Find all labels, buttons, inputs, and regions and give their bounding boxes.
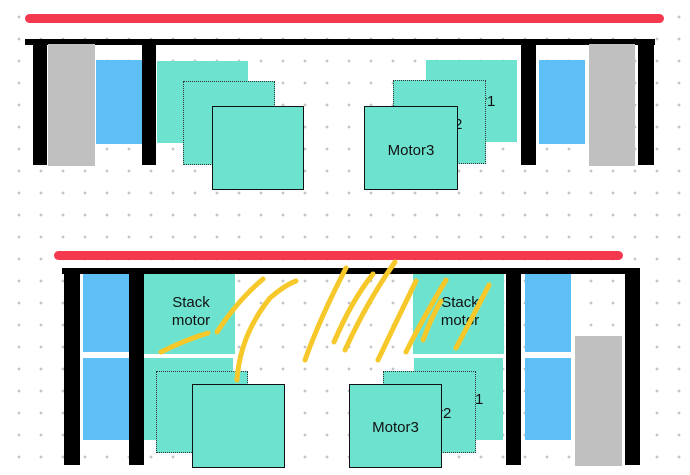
bottom-left-blue-panel-lower bbox=[83, 358, 129, 440]
top-left-blue-panel bbox=[96, 60, 142, 144]
bottom-right-blue-panel-lower bbox=[525, 358, 571, 440]
bottom-right-inner-post bbox=[506, 268, 521, 465]
top-motor3: Motor3 bbox=[364, 106, 458, 190]
bottom-left-post bbox=[64, 268, 80, 465]
top-right-blue-panel bbox=[539, 60, 585, 144]
bottom-stack-motor-right: Stack motor bbox=[413, 274, 504, 354]
top-left-motor-front bbox=[212, 106, 304, 190]
bottom-left-blue-panel-upper bbox=[83, 274, 129, 352]
bottom-stack-motor-left: Stack motor bbox=[144, 274, 235, 354]
top-left-inner-post bbox=[142, 39, 156, 165]
scribble-stroke bbox=[331, 271, 376, 345]
bottom-left-inner-post bbox=[129, 268, 144, 465]
top-left-post bbox=[33, 39, 47, 165]
stack-motor-right-label: Stack motor bbox=[440, 294, 480, 329]
bottom-right-blue-panel-upper bbox=[525, 274, 571, 352]
bottom-right-gray-panel bbox=[575, 336, 622, 466]
bottom-left-motor-front bbox=[192, 384, 285, 468]
top-right-inner-post bbox=[521, 39, 536, 165]
scribble-stroke bbox=[234, 278, 299, 383]
top-frame-rail bbox=[25, 39, 655, 45]
red-bar-top bbox=[25, 14, 664, 23]
scribble-stroke bbox=[375, 278, 419, 363]
top-motor2-label: 2 bbox=[454, 116, 463, 133]
top-right-post bbox=[638, 39, 654, 165]
bottom-motor3-label: Motor3 bbox=[372, 419, 419, 436]
top-left-gray-panel bbox=[48, 44, 95, 166]
bottom-motor3: Motor3 bbox=[349, 384, 442, 468]
stack-motor-left-label: Stack motor bbox=[171, 294, 211, 329]
red-bar-bottom bbox=[54, 251, 623, 260]
bottom-right-post bbox=[625, 268, 640, 465]
top-motor3-label: Motor3 bbox=[387, 142, 435, 159]
scribble-stroke bbox=[342, 259, 398, 353]
scribble-stroke bbox=[302, 265, 349, 363]
top-right-gray-panel bbox=[589, 44, 635, 166]
bottom-motor1-label: 1 bbox=[475, 391, 484, 408]
